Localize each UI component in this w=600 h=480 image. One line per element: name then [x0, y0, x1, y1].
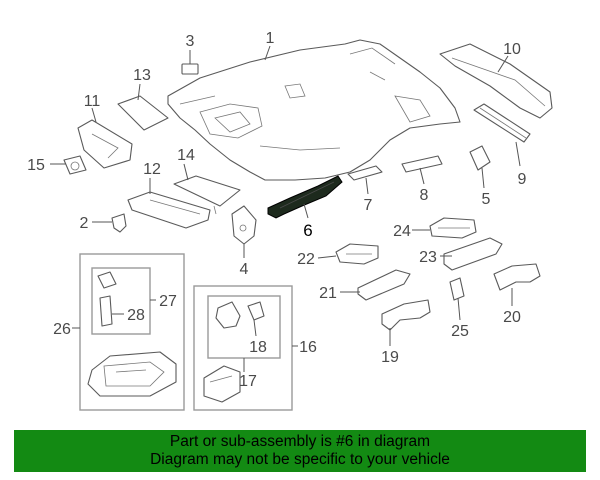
part-21-lamp: [357, 269, 411, 301]
part-13-panel: [117, 95, 169, 131]
part-12-sun-visor: [127, 191, 211, 229]
callout-7: 7: [364, 197, 373, 214]
part-5-clip: [469, 145, 491, 171]
part-25-clip: [449, 277, 465, 301]
part-10-rail: [439, 43, 553, 119]
callout-23: 23: [419, 249, 437, 266]
callout-10: 10: [503, 41, 521, 58]
part-2-clip: [111, 213, 127, 233]
callout-9: 9: [518, 171, 527, 188]
part-3-clip: [181, 63, 199, 75]
part-9-trim-strip: [473, 103, 531, 143]
callout-28: 28: [127, 307, 145, 324]
box-26-assembly: [79, 253, 185, 411]
callout-24: 24: [393, 223, 411, 240]
callout-27: 27: [159, 293, 177, 310]
part-11-sun-visor: [77, 119, 133, 169]
part-4-bracket: [231, 205, 257, 245]
part-7-cover: [347, 165, 383, 181]
parts-diagram-svg: 1 3 10 13 11 15 12 14 2 4 6 7 8 5 9 24 2…: [27, 30, 553, 411]
part-6-headliner-bracket: [267, 175, 343, 219]
callout-26: 26: [53, 321, 71, 338]
part-20-grab-handle: [493, 263, 541, 291]
callout-6: 6: [303, 221, 312, 240]
part-8-cover: [401, 155, 443, 173]
callout-11: 11: [84, 93, 101, 110]
info-banner: Part or sub-assembly is #6 in diagram Di…: [14, 430, 586, 472]
callout-21: 21: [319, 285, 337, 302]
banner-line-2: Diagram may not be specific to your vehi…: [150, 451, 450, 468]
callout-1: 1: [266, 30, 275, 47]
callout-17: 17: [239, 373, 257, 390]
box-16-assembly: [193, 285, 293, 411]
banner-line-1: Part or sub-assembly is #6 in diagram: [169, 433, 431, 450]
callout-8: 8: [420, 187, 429, 204]
callout-20: 20: [503, 309, 521, 326]
callout-14: 14: [177, 147, 195, 164]
callout-22: 22: [297, 251, 315, 268]
part-22-handle: [335, 243, 379, 265]
part-23-lamp: [443, 237, 503, 271]
callout-15: 15: [27, 157, 45, 174]
callout-25: 25: [451, 323, 469, 340]
part-19-grab-handle: [381, 299, 431, 331]
callout-5: 5: [482, 191, 491, 208]
callout-3: 3: [186, 33, 195, 50]
part-24-handle: [429, 217, 477, 239]
parts-diagram: 1 3 10 13 11 15 12 14 2 4 6 7 8 5 9 24 2…: [27, 30, 553, 411]
callout-12: 12: [143, 161, 161, 178]
part-14-panel: [173, 175, 241, 215]
leader-lines: [50, 45, 521, 372]
callout-18: 18: [249, 339, 267, 356]
part-1-headliner: [167, 39, 461, 181]
callout-16: 16: [299, 339, 317, 356]
part-15-mount: [63, 155, 87, 175]
callout-13: 13: [133, 67, 151, 84]
callout-19: 19: [381, 349, 399, 366]
callout-2: 2: [80, 215, 89, 232]
callout-4: 4: [240, 261, 249, 278]
